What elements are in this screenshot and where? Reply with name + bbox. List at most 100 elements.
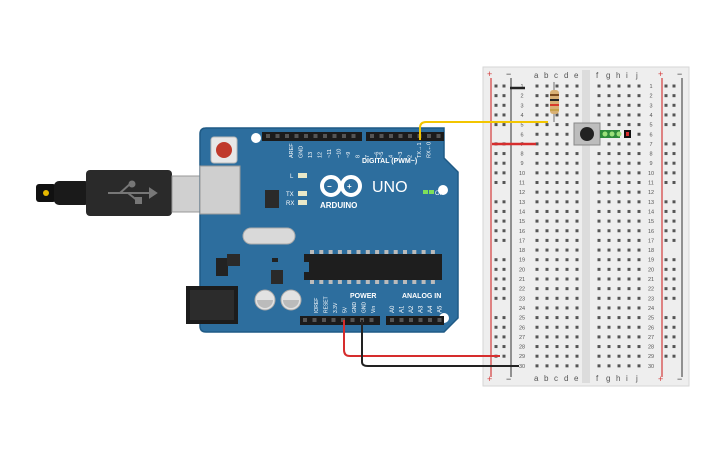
breadboard-hole[interactable] [565, 248, 569, 252]
breadboard-hole[interactable] [575, 354, 579, 358]
rail-hole[interactable] [672, 103, 676, 107]
breadboard-hole[interactable] [607, 345, 611, 349]
breadboard-hole[interactable] [575, 229, 579, 233]
rail-hole[interactable] [502, 219, 506, 223]
breadboard-hole[interactable] [597, 267, 601, 271]
pushbutton-cap[interactable] [580, 127, 594, 141]
breadboard-hole[interactable] [617, 84, 621, 88]
breadboard-hole[interactable] [545, 171, 549, 175]
rail-hole[interactable] [672, 94, 676, 98]
breadboard-hole[interactable] [607, 258, 611, 262]
breadboard-hole[interactable] [535, 345, 539, 349]
rail-hole[interactable] [502, 161, 506, 165]
header-pin[interactable] [370, 134, 374, 138]
breadboard-hole[interactable] [597, 316, 601, 320]
breadboard-hole[interactable] [545, 103, 549, 107]
breadboard-hole[interactable] [575, 364, 579, 368]
breadboard-hole[interactable] [545, 335, 549, 339]
breadboard-hole[interactable] [575, 258, 579, 262]
breadboard-hole[interactable] [607, 219, 611, 223]
breadboard-hole[interactable] [607, 306, 611, 310]
breadboard-hole[interactable] [637, 181, 641, 184]
breadboard-hole[interactable] [535, 238, 539, 242]
breadboard-hole[interactable] [575, 238, 579, 242]
header-pin[interactable] [350, 318, 355, 322]
breadboard-hole[interactable] [545, 181, 549, 184]
breadboard-hole[interactable] [535, 277, 539, 281]
rail-hole[interactable] [672, 142, 676, 146]
rail-hole[interactable] [494, 277, 498, 281]
breadboard-hole[interactable] [555, 306, 559, 310]
breadboard-hole[interactable] [607, 238, 611, 242]
header-pin[interactable] [266, 134, 270, 138]
rail-hole[interactable] [664, 316, 668, 320]
rail-hole[interactable] [664, 142, 668, 146]
breadboard-hole[interactable] [617, 248, 621, 252]
breadboard-hole[interactable] [575, 84, 579, 88]
breadboard-hole[interactable] [555, 132, 559, 136]
rail-hole[interactable] [664, 209, 668, 213]
breadboard-hole[interactable] [535, 354, 539, 358]
rail-hole[interactable] [494, 84, 498, 88]
breadboard-hole[interactable] [545, 219, 549, 223]
breadboard-hole[interactable] [597, 171, 601, 175]
breadboard-hole[interactable] [545, 238, 549, 242]
rail-hole[interactable] [672, 267, 676, 271]
breadboard-hole[interactable] [535, 267, 539, 271]
rail-hole[interactable] [664, 171, 668, 175]
breadboard-hole[interactable] [535, 123, 539, 127]
breadboard-hole[interactable] [627, 171, 631, 175]
header-pin[interactable] [428, 318, 432, 322]
breadboard-hole[interactable] [607, 325, 611, 329]
breadboard-hole[interactable] [545, 152, 549, 156]
breadboard-hole[interactable] [637, 219, 641, 223]
breadboard-hole[interactable] [637, 238, 641, 242]
power-wire-5v[interactable] [343, 320, 500, 357]
rail-hole[interactable] [494, 181, 498, 184]
breadboard-hole[interactable] [545, 200, 549, 204]
breadboard-hole[interactable] [575, 296, 579, 300]
breadboard-hole[interactable] [545, 161, 549, 165]
breadboard-hole[interactable] [617, 345, 621, 349]
rail-hole[interactable] [502, 267, 506, 271]
resistor[interactable] [550, 82, 559, 122]
breadboard-hole[interactable] [535, 161, 539, 165]
breadboard-hole[interactable] [627, 94, 631, 98]
rail-hole[interactable] [664, 94, 668, 98]
breadboard-hole[interactable] [627, 335, 631, 339]
rail-hole[interactable] [494, 335, 498, 339]
breadboard-hole[interactable] [597, 306, 601, 310]
breadboard-hole[interactable] [637, 161, 641, 165]
breadboard-hole[interactable] [637, 229, 641, 233]
breadboard-hole[interactable] [565, 123, 569, 127]
rail-hole[interactable] [494, 238, 498, 242]
breadboard-hole[interactable] [607, 209, 611, 213]
breadboard-hole[interactable] [545, 209, 549, 213]
rail-hole[interactable] [494, 152, 498, 156]
breadboard-hole[interactable] [545, 325, 549, 329]
breadboard-hole[interactable] [627, 229, 631, 233]
breadboard-hole[interactable] [617, 258, 621, 262]
breadboard-hole[interactable] [627, 152, 631, 156]
rail-hole[interactable] [494, 316, 498, 320]
breadboard-hole[interactable] [607, 335, 611, 339]
breadboard-hole[interactable] [597, 258, 601, 262]
breadboard-hole[interactable] [637, 94, 641, 98]
rail-hole[interactable] [664, 200, 668, 204]
breadboard-hole[interactable] [535, 287, 539, 291]
rail-hole[interactable] [664, 181, 668, 184]
breadboard-hole[interactable] [545, 345, 549, 349]
breadboard-hole[interactable] [565, 219, 569, 223]
rail-hole[interactable] [664, 258, 668, 262]
rail-hole[interactable] [502, 152, 506, 156]
breadboard-hole[interactable] [617, 171, 621, 175]
rail-hole[interactable] [672, 171, 676, 175]
breadboard-hole[interactable] [555, 161, 559, 165]
rail-hole[interactable] [664, 287, 668, 291]
header-pin[interactable] [369, 318, 374, 322]
rail-hole[interactable] [664, 103, 668, 107]
rail-hole[interactable] [672, 123, 676, 127]
breadboard-hole[interactable] [637, 267, 641, 271]
rail-hole[interactable] [664, 84, 668, 88]
